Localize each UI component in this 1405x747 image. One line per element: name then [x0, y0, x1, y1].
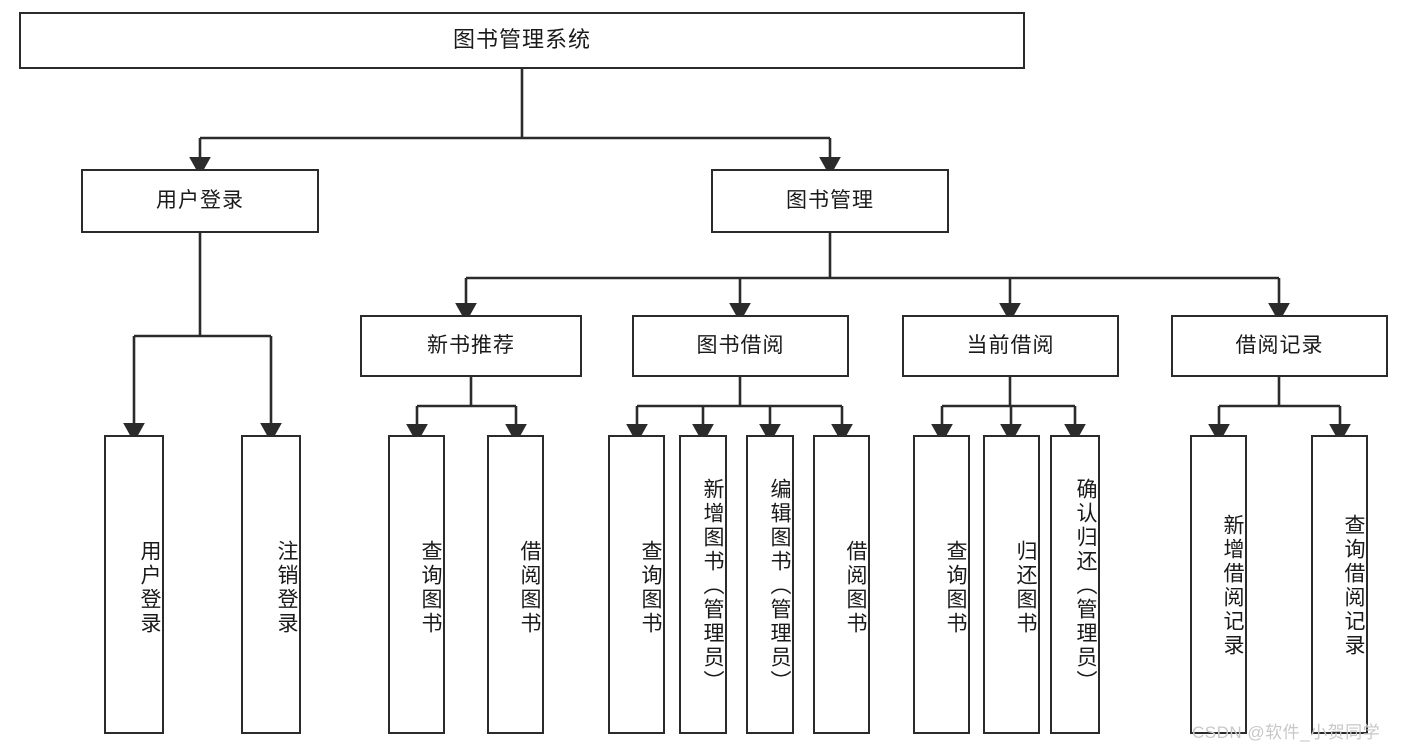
- node-book-manage[interactable]: 图书管理: [711, 169, 949, 233]
- node-root[interactable]: 图书管理系统: [19, 12, 1025, 69]
- leaf-add-book-admin[interactable]: 新增图书（管理员）: [679, 435, 727, 734]
- node-user-login[interactable]: 用户登录: [81, 169, 319, 233]
- leaf-query-borrow-record[interactable]: 查询借阅记录: [1311, 435, 1368, 734]
- node-current-borrow[interactable]: 当前借阅: [902, 315, 1119, 377]
- leaf-query-book-new-rec[interactable]: 查询图书: [388, 435, 445, 734]
- leaf-logout[interactable]: 注销登录: [241, 435, 301, 734]
- leaf-user-login[interactable]: 用户登录: [104, 435, 164, 734]
- leaf-query-book-current[interactable]: 查询图书: [913, 435, 970, 734]
- node-book-borrow[interactable]: 图书借阅: [632, 315, 849, 377]
- leaf-borrow-book[interactable]: 借阅图书: [813, 435, 870, 734]
- leaf-return-book[interactable]: 归还图书: [983, 435, 1040, 734]
- leaf-confirm-return-admin[interactable]: 确认归还（管理员）: [1050, 435, 1100, 734]
- csdn-watermark: CSDN @软件_小贺同学: [1192, 723, 1381, 742]
- node-borrow-record[interactable]: 借阅记录: [1171, 315, 1388, 377]
- leaf-query-book-borrow[interactable]: 查询图书: [608, 435, 665, 734]
- leaf-borrow-book-new-rec[interactable]: 借阅图书: [487, 435, 544, 734]
- leaf-edit-book-admin[interactable]: 编辑图书（管理员）: [746, 435, 794, 734]
- node-new-book-recommendation[interactable]: 新书推荐: [360, 315, 582, 377]
- leaf-add-borrow-record[interactable]: 新增借阅记录: [1190, 435, 1247, 734]
